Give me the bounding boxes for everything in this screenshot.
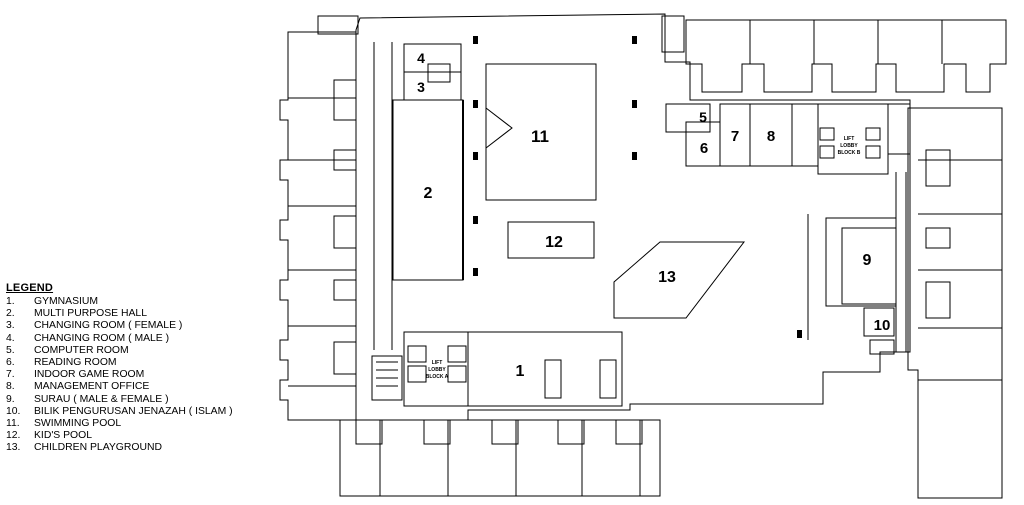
legend-list: 1. GYMNASIUM 2. MULTI PURPOSE HALL 3. CHANG… xyxy=(6,296,276,454)
legend-item-label: SWIMMING POOL xyxy=(34,417,122,429)
room-labels: 1 2 3 4 5 6 7 8 9 10 11 12 13 xyxy=(417,50,890,380)
room-number-3: 3 xyxy=(417,79,425,95)
legend: LEGEND 1. GYMNASIUM 2. MULTI PURPOSE HALL … xyxy=(6,282,276,454)
legend-item-number: 12. xyxy=(6,430,21,442)
room-bilik-jenazah xyxy=(863,307,895,337)
legend-item-number: 11. xyxy=(6,417,20,429)
legend-item: 10. BILIK PENGURUSAN JENAZAH ( ISLAM ) xyxy=(6,406,276,418)
legend-item-label: CHANGING ROOM ( FEMALE ) xyxy=(34,320,183,332)
room-number-7: 7 xyxy=(731,128,739,145)
legend-item: 4. CHANGING ROOM ( MALE ) xyxy=(6,333,276,345)
room-number-13: 13 xyxy=(658,269,676,286)
legend-item: 12. KID'S POOL xyxy=(6,430,276,442)
legend-item-label: CHANGING ROOM ( MALE ) xyxy=(34,332,170,344)
legend-item: 9. SURAU ( MALE & FEMALE ) xyxy=(6,394,276,406)
room-number-11: 11 xyxy=(531,127,549,146)
legend-item: 2. MULTI PURPOSE HALL xyxy=(6,308,276,320)
legend-item-label: CHILDREN PLAYGROUND xyxy=(34,442,162,454)
room-number-9: 9 xyxy=(863,252,872,269)
room-changing-female xyxy=(403,71,462,101)
legend-item-label: COMPUTER ROOM xyxy=(34,344,129,356)
room-number-6: 6 xyxy=(700,140,708,157)
legend-item-number: 13. xyxy=(6,442,21,454)
legend-item-label: GYMNASIUM xyxy=(34,296,99,307)
legend-item-number: 7. xyxy=(6,369,15,381)
legend-item-number: 9. xyxy=(6,393,15,405)
kids-pool xyxy=(507,221,595,259)
legend-item: 3. CHANGING ROOM ( FEMALE ) xyxy=(6,320,276,332)
legend-item-label: BILIK PENGURUSAN JENAZAH ( ISLAM ) xyxy=(34,405,233,417)
legend-item-label: KID'S POOL xyxy=(34,430,92,442)
room-number-2: 2 xyxy=(424,185,433,202)
legend-item: 5. COMPUTER ROOM xyxy=(6,345,276,357)
room-number-8: 8 xyxy=(767,128,775,145)
legend-title: LEGEND xyxy=(6,282,54,294)
legend-item-number: 8. xyxy=(6,381,15,393)
room-changing-male xyxy=(403,43,462,73)
legend-item-label: READING ROOM xyxy=(34,356,117,368)
lift-lobby-a-line-2: LOBBY xyxy=(428,367,446,373)
legend-item: 1. GYMNASIUM xyxy=(6,296,276,308)
room-number-12: 12 xyxy=(545,234,563,251)
room-number-5: 5 xyxy=(699,109,707,125)
lift-lobby-b-line-3: BLOCK B xyxy=(838,150,861,156)
legend-item: 7. INDOOR GAME ROOM xyxy=(6,369,276,381)
lift-lobby-b-label: LIFT LOBBY BLOCK B xyxy=(838,136,861,156)
room-number-4: 4 xyxy=(417,50,425,66)
legend-item: 6. READING ROOM xyxy=(6,357,276,369)
legend-item-number: 6. xyxy=(6,356,15,368)
legend-item-number: 5. xyxy=(6,344,15,356)
children-playground xyxy=(613,241,746,319)
lift-lobby-b-line-2: LOBBY xyxy=(840,143,858,149)
room-number-1: 1 xyxy=(516,363,525,380)
lift-lobby-a-line-3: BLOCK A xyxy=(426,374,449,380)
lift-lobby-a-line-1: LIFT xyxy=(432,360,443,366)
room-number-10: 10 xyxy=(874,317,891,334)
legend-item: 8. MANAGEMENT OFFICE xyxy=(6,381,276,393)
lift-lobby-a-label: LIFT LOBBY BLOCK A xyxy=(426,360,449,380)
legend-item-label: MULTI PURPOSE HALL xyxy=(34,308,147,320)
room-computer xyxy=(665,103,711,133)
legend-item-number: 1. xyxy=(6,296,15,307)
lift-lobby-b-line-1: LIFT xyxy=(844,136,855,142)
legend-item-label: MANAGEMENT OFFICE xyxy=(34,381,150,393)
legend-item-number: 10. xyxy=(6,405,21,417)
legend-item-label: SURAU ( MALE & FEMALE ) xyxy=(34,393,169,405)
legend-item: 11. SWIMMING POOL xyxy=(6,418,276,430)
legend-item-number: 3. xyxy=(6,320,15,332)
legend-item: 13. CHILDREN PLAYGROUND xyxy=(6,442,276,454)
legend-item-number: 2. xyxy=(6,308,15,320)
swimming-pool xyxy=(485,63,597,201)
room-surau xyxy=(825,217,897,307)
legend-item-label: INDOOR GAME ROOM xyxy=(34,369,145,381)
legend-item-number: 4. xyxy=(6,332,15,344)
